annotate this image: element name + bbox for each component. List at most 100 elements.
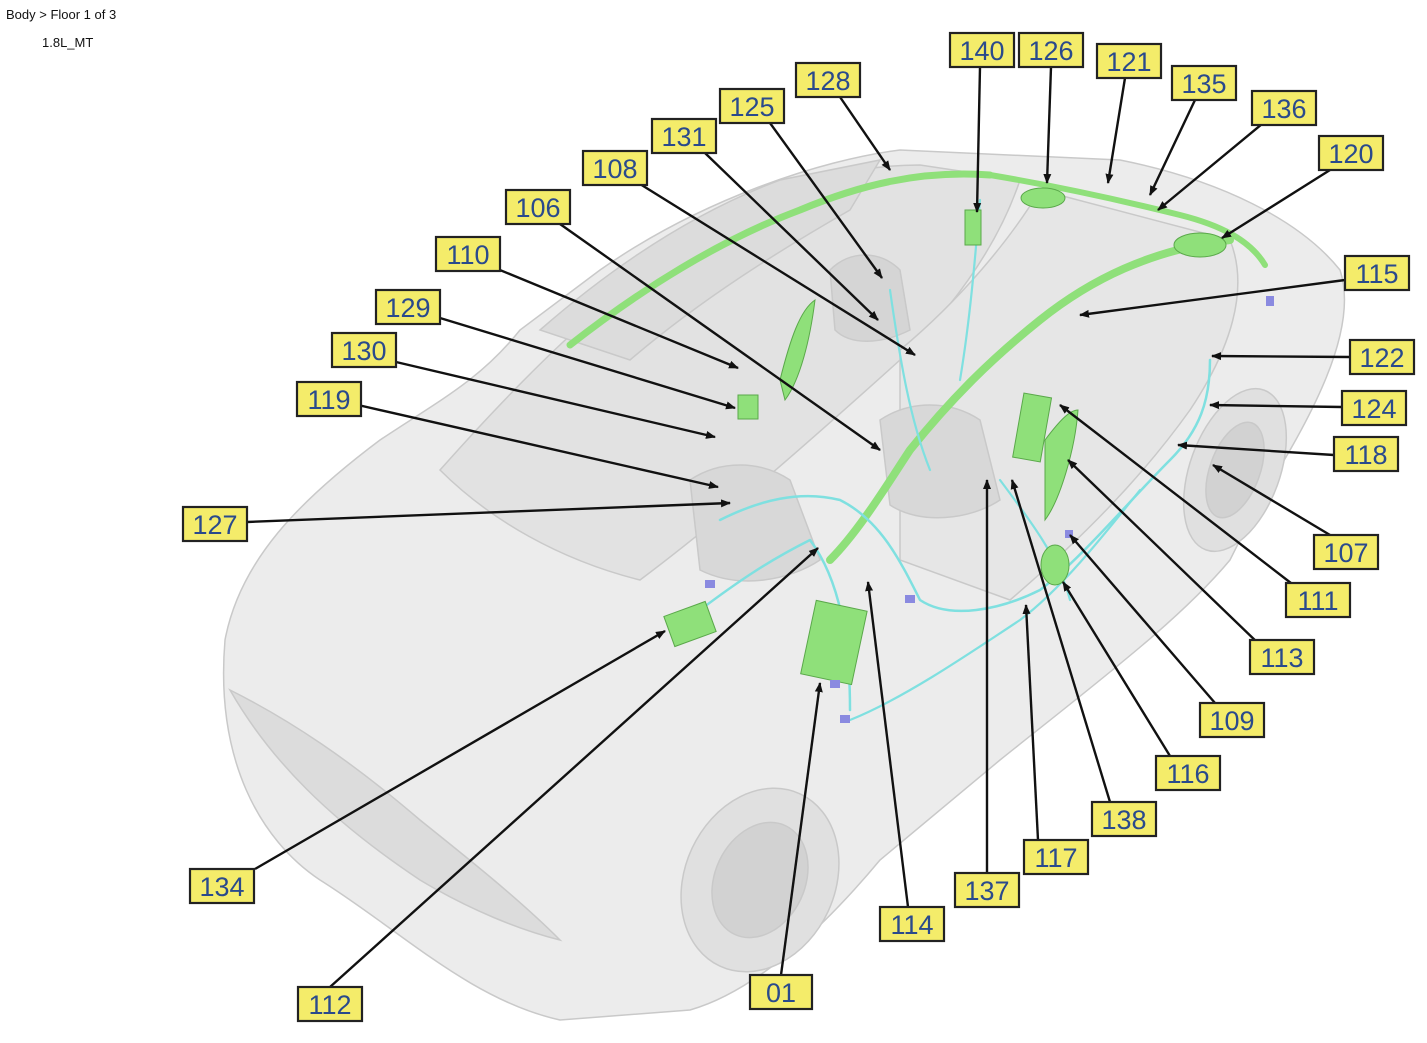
callout-box	[1284, 581, 1352, 619]
callout-115: 115	[1343, 254, 1411, 292]
callout-label: 113	[1260, 643, 1303, 673]
leader-118	[1177, 441, 1335, 457]
callout-box	[953, 871, 1021, 909]
callout-label: 127	[192, 510, 237, 540]
leader-01	[779, 682, 823, 976]
leader-119	[357, 403, 719, 489]
callout-label: 131	[661, 122, 706, 152]
callout-box	[794, 61, 862, 99]
leader-126	[1043, 66, 1053, 184]
leader-129	[439, 316, 736, 410]
callout-label: 114	[890, 910, 933, 940]
callout-137: 137	[953, 871, 1021, 909]
leader-124	[1209, 401, 1343, 410]
leader-138	[1010, 479, 1112, 803]
callout-box	[1250, 89, 1318, 127]
callout-130: 130	[330, 331, 398, 369]
callout-127: 127	[181, 505, 249, 543]
callout-01: 01	[748, 973, 814, 1011]
leader-106	[559, 223, 881, 451]
leader-130	[395, 360, 716, 439]
callout-label: 110	[446, 240, 489, 270]
leader-125	[769, 122, 883, 279]
breadcrumb: Body > Floor 1 of 3	[6, 7, 117, 22]
callout-110: 110	[434, 235, 502, 273]
callout-box	[330, 331, 398, 369]
callout-box	[296, 985, 364, 1023]
callout-120: 120	[1317, 134, 1385, 172]
car-body-illustration	[222, 149, 1346, 1021]
callout-125: 125	[718, 87, 786, 125]
leader-116	[1061, 581, 1172, 757]
variant-label: 1.8L_MT	[42, 35, 94, 50]
leader-110	[494, 266, 739, 370]
callout-122: 122	[1348, 338, 1416, 376]
callout-126: 126	[1017, 31, 1085, 69]
callout-box	[1312, 533, 1380, 571]
callout-box	[1343, 254, 1411, 292]
callout-box	[1317, 134, 1385, 172]
leader-107	[1212, 463, 1331, 537]
callout-label: 120	[1328, 139, 1373, 169]
callout-124: 124	[1340, 389, 1408, 427]
callout-label: 137	[964, 876, 1009, 906]
leader-121	[1105, 77, 1127, 184]
callout-label: 118	[1344, 440, 1387, 470]
callout-box	[1017, 31, 1085, 69]
leader-111	[1059, 404, 1301, 591]
callout-label: 117	[1034, 843, 1077, 873]
callout-label: 128	[805, 66, 850, 96]
callout-box	[374, 288, 442, 326]
callout-109: 109	[1198, 701, 1266, 739]
callout-box	[1154, 754, 1222, 792]
callout-label: 124	[1351, 394, 1396, 424]
callout-label: 122	[1359, 343, 1404, 373]
callout-label: 115	[1355, 259, 1398, 289]
callout-label: 126	[1028, 36, 1073, 66]
callout-box	[1248, 638, 1316, 676]
callout-117: 117	[1022, 838, 1090, 876]
leader-108	[639, 182, 916, 357]
callout-label: 125	[729, 92, 774, 122]
callout-label: 119	[307, 385, 350, 415]
callout-label: 121	[1106, 47, 1151, 77]
leader-lines	[246, 66, 1351, 988]
harness-components	[663, 187, 1274, 723]
callout-118: 118	[1332, 435, 1400, 473]
callout-box	[295, 380, 363, 418]
callout-box	[1198, 701, 1266, 739]
callout-140: 140	[948, 31, 1016, 69]
callout-label: 129	[385, 293, 430, 323]
callout-107: 107	[1312, 533, 1380, 571]
callout-box	[1332, 435, 1400, 473]
leader-112	[329, 547, 819, 988]
callout-label: 109	[1209, 706, 1254, 736]
callout-box	[181, 505, 249, 543]
callout-113: 113	[1248, 638, 1316, 676]
callout-label: 136	[1261, 94, 1306, 124]
callout-box	[1348, 338, 1416, 376]
callout-box	[434, 235, 502, 273]
callout-label: 111	[1297, 586, 1338, 616]
callout-box	[188, 867, 256, 905]
callout-label: 112	[308, 990, 351, 1020]
callout-box	[650, 117, 718, 155]
callout-106: 106	[504, 188, 572, 226]
callout-136: 136	[1250, 89, 1318, 127]
callout-114: 114	[878, 905, 946, 943]
callout-label: 106	[515, 193, 560, 223]
callout-label: 01	[766, 978, 796, 1008]
callout-label: 107	[1323, 538, 1368, 568]
callout-label: 130	[341, 336, 386, 366]
callout-box	[948, 31, 1016, 69]
callout-label: 138	[1101, 805, 1146, 835]
callout-box	[504, 188, 572, 226]
callout-box	[1340, 389, 1408, 427]
callout-box	[1095, 42, 1163, 80]
callout-box	[1170, 64, 1238, 102]
callout-116: 116	[1154, 754, 1222, 792]
callout-label: 140	[959, 36, 1004, 66]
callout-box	[1090, 800, 1158, 838]
leader-115	[1079, 278, 1346, 318]
